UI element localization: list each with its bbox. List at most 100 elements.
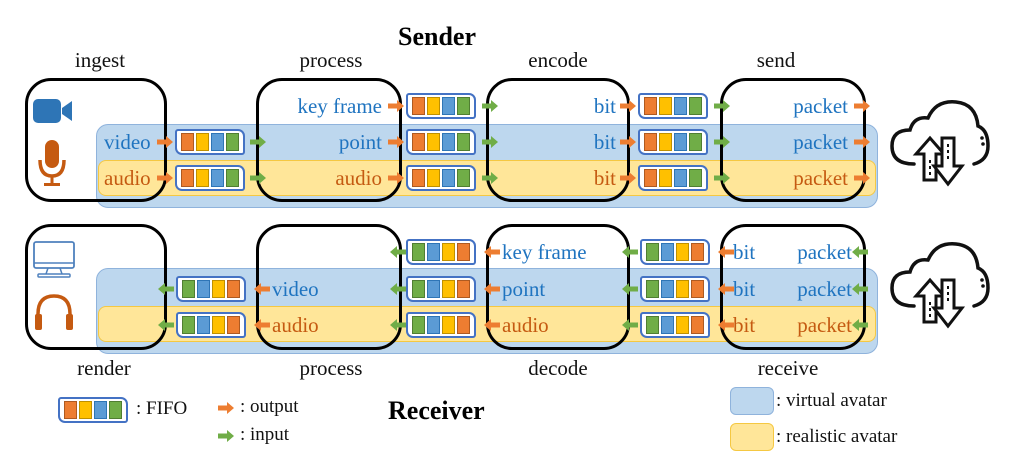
fifo-queue	[640, 276, 710, 302]
input-arrow-icon	[852, 246, 868, 258]
fifo-cell-blue	[674, 97, 687, 115]
input-arrow-icon	[852, 283, 868, 295]
output-arrow-icon	[620, 100, 636, 112]
fifo-cell-yellow	[212, 316, 225, 334]
fifo-cell-orange	[64, 401, 77, 419]
fifo-cell-yellow	[196, 133, 209, 151]
fifo-cell-yellow	[659, 97, 672, 115]
fifo-cell-green	[689, 97, 702, 115]
fifo-cell-blue	[197, 280, 210, 298]
fifo-cell-green	[457, 97, 470, 115]
send-packet-label: packet	[793, 94, 848, 118]
fifo-cell-blue	[442, 97, 455, 115]
fifo-cell-green	[689, 169, 702, 187]
input-arrow-icon	[622, 283, 638, 295]
fifo-cell-yellow	[676, 243, 689, 261]
fifo-cell-green	[457, 133, 470, 151]
fifo-cell-blue	[674, 133, 687, 151]
fifo-cell-green	[226, 169, 239, 187]
fifo-cell-blue	[427, 280, 440, 298]
output-arrow-icon	[854, 136, 870, 148]
input-arrow-icon	[390, 319, 406, 331]
stage-label-process: process	[299, 48, 363, 72]
fifo-cell-orange	[412, 169, 425, 187]
fifo-cell-blue	[674, 169, 687, 187]
video-camera-icon	[33, 99, 72, 123]
input-arrow-icon	[218, 430, 234, 442]
output-arrow-icon	[254, 319, 270, 331]
stage-label-encode: encode	[528, 48, 588, 72]
fifo-cell-yellow	[442, 243, 455, 261]
fifo-cell-blue	[661, 243, 674, 261]
input-arrow-icon	[852, 319, 868, 331]
receive-bit-label: bit	[733, 313, 756, 337]
sender-title: Sender	[398, 22, 476, 51]
headphones-icon	[35, 294, 73, 330]
fifo-cell-yellow	[659, 169, 672, 187]
receiver-process-video-label: video	[272, 277, 319, 301]
legend-fifo-label: : FIFO	[136, 398, 188, 419]
encode-bit-label: bit	[593, 94, 616, 118]
fifo-cell-yellow	[427, 97, 440, 115]
input-arrow-icon	[714, 172, 730, 184]
fifo-queue	[406, 276, 476, 302]
stage-label-render: render	[77, 356, 131, 380]
legend-output-label: : output	[240, 396, 299, 417]
fifo-queue	[406, 312, 476, 338]
fifo-cell-yellow	[676, 280, 689, 298]
fifo-queue	[406, 129, 476, 155]
receive-bit-label: bit	[733, 277, 756, 301]
fifo-cell-green	[412, 243, 425, 261]
process-audio-label: audio	[335, 166, 382, 190]
output-arrow-icon	[254, 283, 270, 295]
input-arrow-icon	[158, 319, 174, 331]
fifo-cell-green	[226, 133, 239, 151]
fifo-cell-yellow	[442, 316, 455, 334]
input-arrow-icon	[390, 283, 406, 295]
output-arrow-icon	[854, 172, 870, 184]
fifo-cell-green	[646, 280, 659, 298]
stage-label-process: process	[299, 356, 363, 380]
input-arrow-icon	[250, 172, 266, 184]
output-arrow-icon	[388, 136, 404, 148]
output-arrow-icon	[620, 172, 636, 184]
fifo-cell-blue	[211, 133, 224, 151]
fifo-queue	[638, 93, 708, 119]
fifo-queue	[406, 239, 476, 265]
fifo-cell-orange	[457, 280, 470, 298]
output-arrow-icon	[620, 136, 636, 148]
legend-virtual-label: : virtual avatar	[776, 390, 887, 411]
input-arrow-icon	[482, 100, 498, 112]
fifo-cell-yellow	[659, 133, 672, 151]
output-arrow-icon	[484, 283, 500, 295]
cloud-upload-download-icon	[890, 100, 990, 187]
cloud-upload-download-icon	[890, 242, 990, 329]
output-arrow-icon	[218, 402, 234, 414]
fifo-cell-orange	[227, 316, 240, 334]
receive-bit-label: bit	[733, 240, 756, 264]
fifo-cell-blue	[211, 169, 224, 187]
input-arrow-icon	[622, 246, 638, 258]
stage-label-decode: decode	[528, 356, 588, 380]
input-arrow-icon	[714, 136, 730, 148]
receive-packet-label: packet	[797, 313, 852, 337]
fifo-cell-yellow	[212, 280, 225, 298]
legend-realistic-label: : realistic avatar	[776, 426, 898, 447]
fifo-queue	[406, 93, 476, 119]
legend-realistic-swatch	[730, 423, 774, 451]
send-packet-label: packet	[793, 130, 848, 154]
input-arrow-icon	[622, 319, 638, 331]
fifo-cell-orange	[691, 280, 704, 298]
output-arrow-icon	[484, 246, 500, 258]
fifo-cell-orange	[644, 169, 657, 187]
input-arrow-icon	[158, 283, 174, 295]
fifo-cell-orange	[412, 97, 425, 115]
stage-label-send: send	[756, 48, 796, 72]
output-arrow-icon	[718, 246, 734, 258]
fifo-cell-yellow	[196, 169, 209, 187]
encode-bit-label: bit	[593, 130, 616, 154]
ingest-audio-label: audio	[104, 166, 151, 190]
fifo-cell-orange	[227, 280, 240, 298]
receive-packet-label: packet	[797, 277, 852, 301]
input-arrow-icon	[390, 246, 406, 258]
